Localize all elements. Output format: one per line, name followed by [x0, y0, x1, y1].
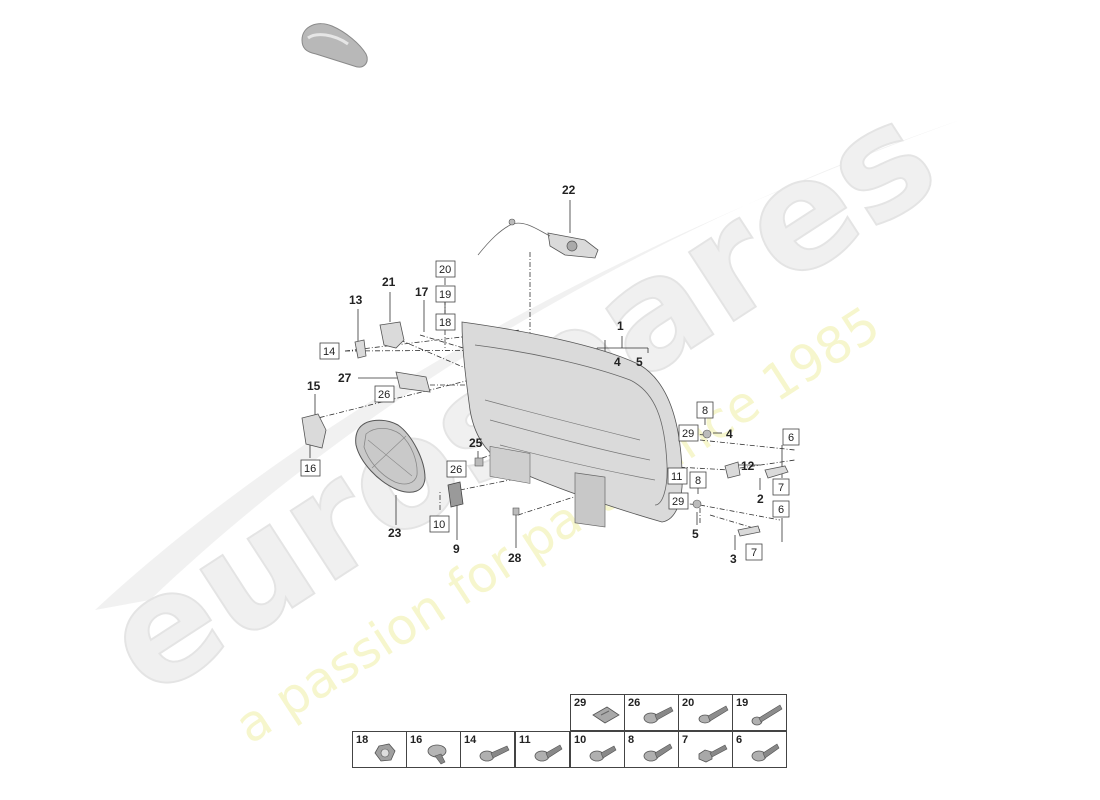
door-mirror-glass — [355, 419, 426, 493]
svg-text:10: 10 — [433, 519, 445, 531]
boxed-callout-18: 18 — [435, 313, 456, 331]
svg-text:7: 7 — [778, 482, 784, 494]
svg-text:26: 26 — [450, 464, 462, 476]
boxed-callout-20: 20 — [435, 260, 456, 278]
svg-text:6: 6 — [778, 504, 784, 516]
boxed-callout-7-upper: 7 — [772, 478, 790, 496]
door-shell — [461, 321, 683, 528]
nut-icon — [374, 743, 396, 762]
legend-cell-14: 14 — [460, 731, 515, 768]
callout-2: 2 — [757, 492, 764, 506]
bolt-icon — [534, 744, 563, 762]
legend-cell-11: 11 — [515, 731, 570, 768]
callout-17: 17 — [415, 285, 429, 299]
legend-cell-19: 19 — [732, 694, 787, 731]
svg-text:6: 6 — [788, 432, 794, 444]
bolt-icon — [589, 745, 617, 762]
legend-cell-10: 10 — [570, 731, 625, 768]
window-regulator-part — [477, 218, 599, 259]
boxed-callout-6-upper: 6 — [782, 428, 800, 446]
boxed-callouts: 20 19 18 14 26 16 26 10 — [300, 260, 800, 561]
callout-5-top: 5 — [636, 355, 643, 369]
svg-text:7: 7 — [751, 547, 757, 559]
legend-cell-20: 20 — [678, 694, 733, 731]
legend-cell-8: 8 — [624, 731, 679, 768]
svg-text:11: 11 — [671, 471, 682, 483]
svg-text:16: 16 — [304, 463, 316, 475]
callout-13: 13 — [349, 293, 363, 307]
boxed-callout-26-upper: 26 — [374, 385, 395, 403]
boxed-callout-14: 14 — [319, 342, 340, 360]
svg-text:20: 20 — [439, 264, 451, 276]
callout-5-right: 5 — [692, 527, 699, 541]
bolt-icon — [698, 705, 729, 724]
svg-text:14: 14 — [323, 346, 335, 358]
svg-text:29: 29 — [672, 496, 684, 508]
boxed-callout-29-lower: 29 — [668, 492, 689, 510]
callout-22: 22 — [562, 183, 576, 197]
svg-text:19: 19 — [439, 289, 451, 301]
legend-cell-6: 6 — [732, 731, 787, 768]
bolt-icon — [751, 743, 780, 762]
callout-27: 27 — [338, 371, 352, 385]
svg-text:8: 8 — [695, 475, 701, 487]
boxed-callout-26-lower: 26 — [446, 460, 467, 478]
callout-15: 15 — [307, 379, 321, 393]
callout-9: 9 — [453, 542, 460, 556]
callout-12: 12 — [741, 459, 755, 473]
callout-28: 28 — [508, 551, 522, 565]
car-silhouette-icon — [301, 23, 368, 68]
legend-cell-7: 7 — [678, 731, 733, 768]
boxed-callout-6-lower: 6 — [772, 500, 790, 518]
boxed-callout-8-upper: 8 — [696, 401, 714, 419]
bolt-icon — [698, 744, 728, 763]
legend-cell-18: 18 — [352, 731, 407, 768]
callout-4-right: 4 — [726, 427, 733, 441]
boxed-callout-29-upper: 29 — [678, 424, 699, 442]
boxed-callout-8-lower: 8 — [689, 471, 707, 489]
boxed-callout-11: 11 — [667, 467, 688, 485]
bolt-icon — [643, 706, 674, 724]
bolt-icon — [479, 745, 510, 762]
boxed-callout-16: 16 — [300, 459, 321, 477]
callout-labels: 1 4 5 22 21 13 17 27 15 25 23 9 28 4 12 … — [307, 183, 764, 566]
svg-text:26: 26 — [378, 389, 390, 401]
boxed-callout-7-lower: 7 — [745, 543, 763, 561]
legend-cell-16: 16 — [406, 731, 461, 768]
legend-cell-29: 29 — [570, 694, 625, 731]
callout-1: 1 — [617, 319, 624, 333]
svg-text:29: 29 — [682, 428, 694, 440]
screw-icon — [427, 744, 447, 765]
fastener-legend: 29 26 20 19 18 16 14 11 10 8 7 6 — [352, 694, 788, 768]
svg-text:18: 18 — [439, 317, 451, 329]
svg-text:8: 8 — [702, 405, 708, 417]
boxed-callout-10: 10 — [429, 515, 450, 533]
boxed-callout-19: 19 — [435, 285, 456, 303]
callout-23: 23 — [388, 526, 402, 540]
legend-cell-26: 26 — [624, 694, 679, 731]
callout-25: 25 — [469, 436, 483, 450]
small-parts — [301, 321, 789, 537]
callout-21: 21 — [382, 275, 396, 289]
bolt-icon — [643, 743, 673, 762]
bolt-icon — [751, 704, 783, 726]
callout-3: 3 — [730, 552, 737, 566]
clip-icon — [592, 706, 620, 724]
callout-4-top: 4 — [614, 355, 621, 369]
